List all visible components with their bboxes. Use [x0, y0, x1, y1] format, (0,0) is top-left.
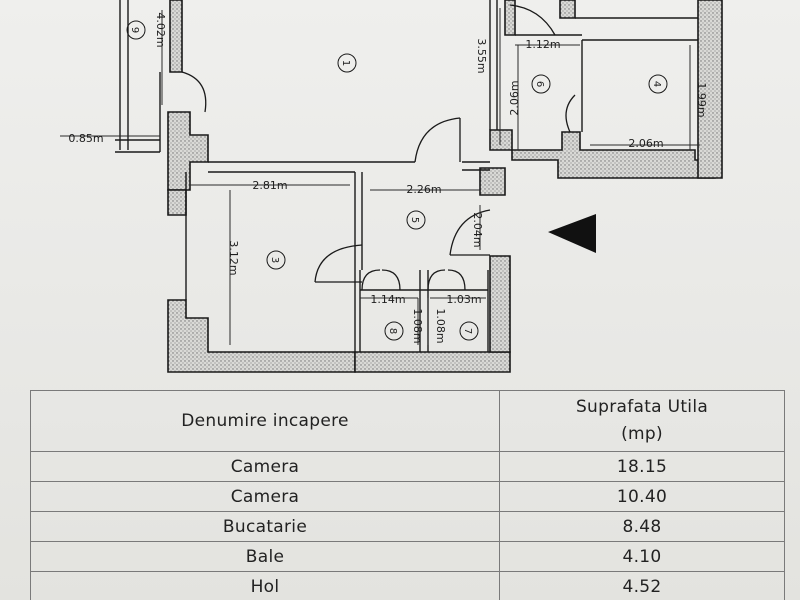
dimension-label: 0.85m [68, 132, 103, 145]
dimension-label: 1.14m [370, 293, 405, 306]
dimension-label: 1.08m [434, 308, 447, 343]
dimension-label: 4.02m [154, 12, 167, 47]
room-name-cell: Camera [29, 481, 501, 512]
dimension-label: 2.04m [471, 212, 484, 247]
room-name-cell: Bale [29, 541, 501, 572]
dimension-label: 2.26m [406, 183, 441, 196]
table-header-row: Denumire incapere Suprafata Utila (mp) [29, 390, 785, 452]
dimension-label: 1.99m [695, 82, 708, 117]
floor-plan: 9 1 6 4 5 3 8 7 4.02m 0.85m 1.12m 3.55m … [60, 0, 723, 373]
room-markers [126, 20, 668, 341]
dimension-label: 3.12m [227, 240, 240, 275]
room-area-cell: 18.15 [499, 451, 785, 482]
room-number: 4 [651, 81, 662, 87]
room-number: 8 [387, 328, 398, 334]
room-number: 6 [534, 81, 545, 87]
header-usable-area: Suprafata Utila (mp) [499, 390, 785, 452]
room-area-cell: 8.48 [499, 511, 785, 542]
room-number: 9 [129, 27, 140, 33]
dimension-label: 2.06m [508, 80, 521, 115]
header-room-name: Denumire incapere [29, 390, 501, 452]
room-number: 5 [409, 217, 420, 223]
table-row: Hol 4.52 [29, 571, 785, 600]
room-name-cell: Camera [29, 451, 501, 482]
room-number: 1 [340, 60, 351, 66]
dimension-label: 3.55m [475, 38, 488, 73]
room-number: 7 [462, 328, 473, 334]
floor-plan-drawing: 9 1 6 4 5 3 8 7 4.02m 0.85m 1.12m 3.55m … [60, 0, 723, 373]
room-number: 3 [269, 257, 280, 263]
room-table-container: Denumire incapere Suprafata Utila (mp) C… [0, 390, 800, 600]
room-area-table: Denumire incapere Suprafata Utila (mp) C… [29, 390, 785, 600]
table-row: Bale 4.10 [29, 541, 785, 572]
table-row: Bucatarie 8.48 [29, 511, 785, 542]
dimension-label: 2.06m [628, 137, 663, 150]
dimension-label: 1.12m [525, 38, 560, 51]
room-area-cell: 10.40 [499, 481, 785, 512]
room-name-cell: Bucatarie [29, 511, 501, 542]
table-row: Camera 18.15 [29, 451, 785, 482]
dimension-label: 2.81m [252, 179, 287, 192]
room-area-cell: 4.52 [499, 571, 785, 600]
dimension-label: 1.08m [411, 308, 424, 343]
dimension-lines [60, 8, 700, 345]
room-area-cell: 4.10 [499, 541, 785, 572]
dimension-label: 1.03m [446, 293, 481, 306]
door-swings [181, 4, 576, 291]
table-row: Camera 10.40 [29, 481, 785, 512]
room-name-cell: Hol [29, 571, 501, 600]
direction-arrow-icon [548, 214, 596, 253]
walls [167, 0, 723, 373]
